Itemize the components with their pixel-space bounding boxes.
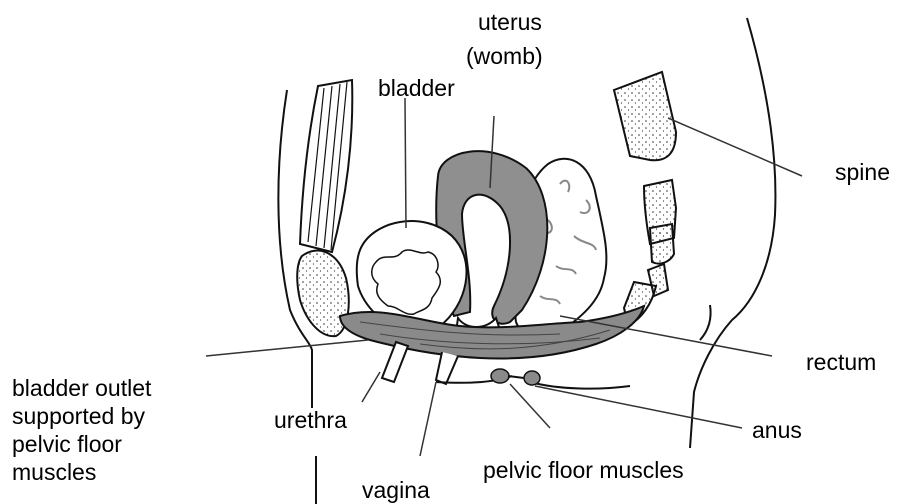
label-rectum: rectum — [806, 348, 876, 376]
spine-vertebrae — [614, 72, 676, 326]
label-spine: spine — [835, 158, 890, 186]
back-outline — [690, 18, 775, 448]
leader-spine — [668, 118, 802, 176]
front-abdomen-outline — [278, 90, 312, 408]
vertebra-3 — [650, 224, 674, 264]
label-bladder-outlet-line4: muscles — [12, 458, 151, 486]
anal-sphincter — [491, 369, 540, 385]
leader-lines — [206, 98, 802, 456]
label-bladder-outlet-line2: supported by — [12, 402, 151, 430]
buttock-curve — [700, 305, 711, 340]
label-uterus: uterus — [478, 8, 542, 36]
abdominal-muscle — [300, 80, 352, 252]
label-anus: anus — [752, 416, 802, 444]
label-vagina: vagina — [362, 476, 430, 504]
leader-anus — [535, 386, 742, 428]
label-urethra: urethra — [274, 406, 347, 434]
leader-urethra — [362, 372, 380, 402]
leader-vagina — [420, 382, 436, 456]
label-bladder: bladder — [378, 74, 455, 102]
urethra — [382, 342, 408, 382]
label-womb: (womb) — [466, 42, 543, 70]
label-bladder-outlet-line3: pelvic floor — [12, 430, 151, 458]
label-pelvic-floor-muscles: pelvic floor muscles — [483, 456, 684, 484]
label-bladder-outlet: bladder outlet supported by pelvic floor… — [12, 374, 151, 486]
leader-bladder-outlet — [206, 340, 368, 356]
label-bladder-outlet-line1: bladder outlet — [12, 374, 151, 402]
leader-pelvic-floor — [510, 384, 550, 428]
vertebra-1 — [614, 72, 676, 160]
leader-bladder — [405, 98, 406, 228]
vaginal-canal — [436, 352, 458, 384]
